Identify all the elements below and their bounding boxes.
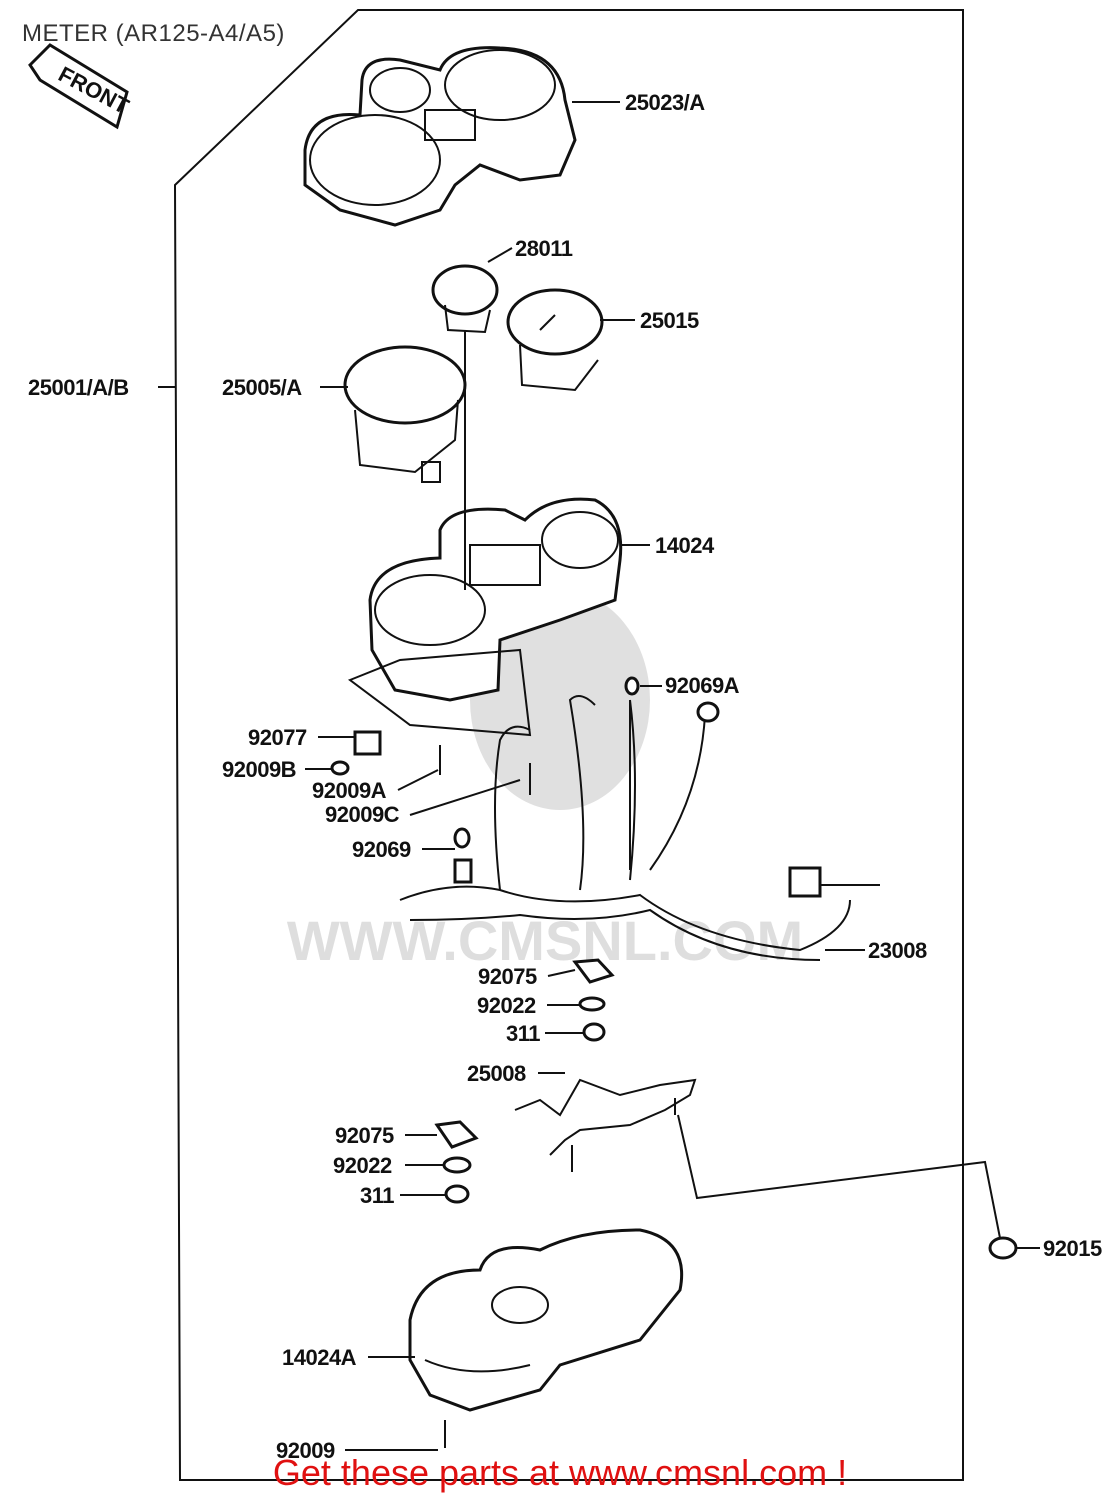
- bulb-92069a: [624, 676, 640, 696]
- label-92009: 92009: [276, 1438, 335, 1463]
- label-25023: 25023/A: [625, 90, 705, 115]
- label-23008: 23008: [868, 938, 927, 963]
- label-92015: 92015: [1043, 1236, 1102, 1261]
- socket-92077: [353, 730, 382, 756]
- label-92009c: 92009C: [325, 802, 400, 827]
- page-title: METER (AR125-A4/A5): [22, 20, 285, 47]
- wiring-harness: [399, 695, 880, 961]
- lower-meter-case: [408, 1228, 684, 1412]
- screw-92009b: [330, 760, 350, 776]
- label-92069a: 92069A: [665, 673, 740, 698]
- front-arrow-icon: FRONT: [28, 43, 134, 130]
- bulb-92069: [453, 827, 471, 849]
- nut-311b: [444, 1184, 470, 1204]
- leader-lines: [158, 101, 1040, 1451]
- watermark-logo: WWW.CMSNL.COM: [287, 590, 803, 972]
- label-92069: 92069: [352, 837, 411, 862]
- label-311-upper: 311: [506, 1021, 540, 1046]
- label-25008: 25008: [467, 1061, 526, 1086]
- label-311-lower: 311: [360, 1183, 394, 1208]
- label-25001: 25001/A/B: [28, 375, 129, 400]
- label-92077: 92077: [248, 725, 307, 750]
- indicator-lamp-unit: [431, 264, 499, 334]
- damper-92075a: [572, 958, 615, 984]
- bracket-25008: [514, 1078, 697, 1156]
- washer-92022a: [578, 996, 606, 1012]
- label-92075-upper: 92075: [478, 964, 537, 989]
- nut-311a: [582, 1022, 606, 1042]
- label-92009b: 92009B: [222, 757, 296, 782]
- meter-cover: [303, 46, 577, 227]
- meter-case: [368, 497, 623, 702]
- label-25015: 25015: [640, 308, 699, 333]
- assembly-frame: [173, 9, 964, 1481]
- watermark-text: WWW.CMSNL.COM: [287, 909, 803, 972]
- label-92022-lower: 92022: [333, 1153, 392, 1178]
- label-28011: 28011: [515, 236, 573, 261]
- nut-92015: [988, 1236, 1018, 1260]
- washer-92022b: [442, 1156, 472, 1174]
- tachometer: [506, 288, 604, 392]
- damper-92075b: [434, 1120, 479, 1149]
- speedometer: [343, 345, 467, 483]
- label-14024a: 14024A: [282, 1345, 357, 1370]
- hardware-parts: [330, 676, 1018, 1448]
- label-25005: 25005/A: [222, 375, 302, 400]
- label-14024: 14024: [655, 533, 715, 558]
- footer-link-text[interactable]: Get these parts at www.cmsnl.com !: [272, 1452, 848, 1493]
- part-labels: 25023/A 28011 25015 25001/A/B 25005/A 14…: [28, 90, 1102, 1463]
- label-92075-lower: 92075: [335, 1123, 394, 1148]
- label-92009a: 92009A: [312, 778, 387, 803]
- label-92022-upper: 92022: [477, 993, 536, 1018]
